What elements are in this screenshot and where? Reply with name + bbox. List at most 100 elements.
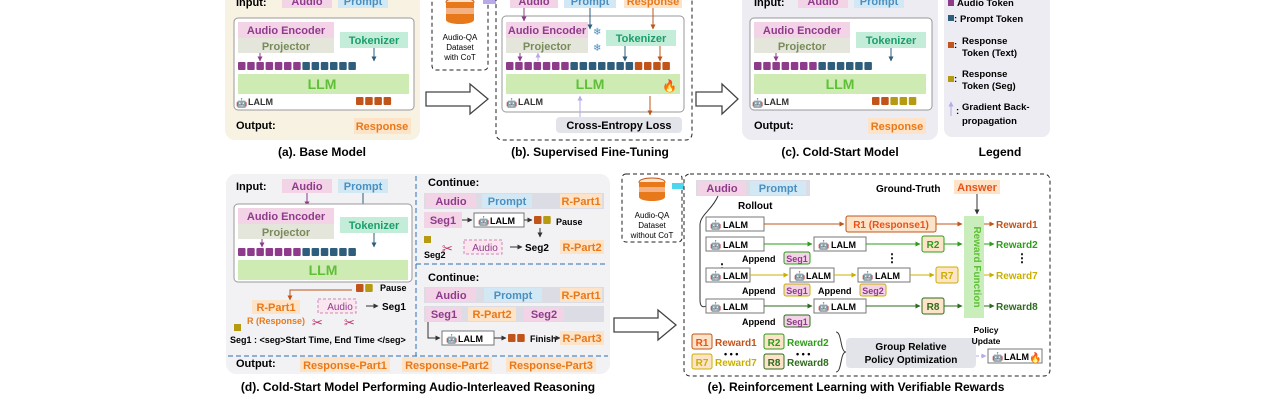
dataset-label-2: Dataset xyxy=(638,221,666,230)
r2-label: R2 xyxy=(927,240,940,251)
r1-label: R1 xyxy=(696,338,709,349)
continue-label: Continue: xyxy=(428,177,479,189)
output-label: Output: xyxy=(236,358,276,370)
output-part2: Response-Part2 xyxy=(405,360,489,372)
prompt-token xyxy=(339,248,347,256)
audio-token xyxy=(256,62,264,70)
seg1-label: Seg1 xyxy=(382,302,406,313)
audio-token xyxy=(809,62,817,70)
audio-token xyxy=(772,62,780,70)
token-row xyxy=(534,216,551,224)
response-text-token xyxy=(872,97,880,105)
lalm-icon: 🤖 xyxy=(710,219,721,230)
scissors-icon: ✂ xyxy=(442,241,453,256)
audio-token xyxy=(790,62,799,70)
audio-dash-label: Audio xyxy=(472,243,498,254)
audio-token xyxy=(781,62,790,70)
reward2-label: Reward2 xyxy=(787,338,829,349)
prompt-chip-label: Prompt xyxy=(860,0,899,8)
llm-label: LLM xyxy=(308,76,337,92)
panel-c: Input: Audio Prompt Audio Encoder Projec… xyxy=(742,0,938,140)
panel-a: Input: Audio Prompt Audio Encoder Projec… xyxy=(225,0,420,140)
audio-token xyxy=(238,62,246,70)
prompt-token xyxy=(846,62,854,70)
prompt-chip-label: Prompt xyxy=(571,0,610,8)
audio-chip-label: Audio xyxy=(518,0,549,8)
audio-token xyxy=(542,62,551,70)
caption-e: (e). Reinforcement Learning with Verifia… xyxy=(708,380,1005,394)
token-row xyxy=(754,62,872,70)
response-text-token xyxy=(374,97,382,105)
prompt-chip-label: Prompt xyxy=(344,181,383,193)
lalm-label: LALM xyxy=(490,216,515,226)
prompt-token xyxy=(579,62,588,70)
response-text-token xyxy=(356,97,364,105)
audio-token xyxy=(284,248,292,256)
audio-token xyxy=(524,62,532,70)
audio-token xyxy=(754,62,762,70)
prompt-chip-label: Prompt xyxy=(488,196,527,208)
audio-token xyxy=(274,248,283,256)
r-part1-label: R-Part1 xyxy=(256,302,295,314)
r7-label: R7 xyxy=(696,358,709,369)
legend-colon: : xyxy=(956,106,959,117)
audio-chip-label: Audio xyxy=(291,181,322,193)
legend: Audio Token : Prompt Token : Response To… xyxy=(944,0,1050,137)
audio-token xyxy=(238,248,246,256)
audio-chip-label: Audio xyxy=(435,290,466,302)
lalm-label: LALM xyxy=(518,97,543,107)
lalm-label: LALM xyxy=(458,334,483,344)
legend-colon: : xyxy=(954,14,957,25)
lalm-label: LALM xyxy=(831,302,856,312)
reward-function-label: Reward Function xyxy=(971,226,982,307)
scissors-icon: ✂ xyxy=(344,315,355,330)
flow-arrow-ab xyxy=(425,82,490,116)
seg1-label: Seg1 xyxy=(786,286,808,296)
seg-definition: Seg1 : <seg>Start Time, End Time </seg> xyxy=(230,335,406,345)
token-row xyxy=(508,334,525,342)
flow-arrow-de xyxy=(613,308,678,342)
tokenizer-label: Tokenizer xyxy=(616,33,667,45)
response-output-label: Response xyxy=(871,121,924,133)
response-text-token xyxy=(534,216,542,224)
output-label: Output: xyxy=(754,120,794,132)
audio-token xyxy=(284,62,292,70)
prompt-token xyxy=(330,248,338,256)
flame-icon: 🔥 xyxy=(1029,351,1041,364)
projector-label: Projector xyxy=(262,41,311,53)
dots: • • • xyxy=(724,349,738,359)
prompt-token xyxy=(625,62,634,70)
r7-label: R7 xyxy=(941,271,954,282)
prompt-token xyxy=(320,62,329,70)
dataset-label-3: without CoT xyxy=(630,231,674,240)
append-label: Append xyxy=(742,286,776,296)
audio-encoder-label: Audio Encoder xyxy=(247,25,326,37)
token-row xyxy=(872,97,917,105)
audio-encoder-label: Audio Encoder xyxy=(508,25,587,37)
tokenizer-label: Tokenizer xyxy=(349,35,400,47)
legend-swatch-prompt xyxy=(948,15,954,21)
lalm-icon: 🤖 xyxy=(710,239,721,250)
audio-token xyxy=(763,62,771,70)
audio-dash-label: Audio xyxy=(327,302,353,313)
r2-label: R2 xyxy=(768,338,781,349)
legend-colon: : xyxy=(954,74,957,85)
lalm-icon: 🤖 xyxy=(710,301,721,312)
reward8-label: Reward8 xyxy=(787,358,829,369)
prompt-token xyxy=(311,62,320,70)
legend-swatch-response-text xyxy=(948,42,954,48)
r8-label: R8 xyxy=(927,302,940,313)
dataset-label-3: with CoT xyxy=(443,53,476,62)
llm-label: LLM xyxy=(309,262,338,278)
prompt-chip-label: Prompt xyxy=(494,290,533,302)
audio-token xyxy=(552,62,560,70)
reward7-label: Reward7 xyxy=(715,358,757,369)
prompt-token xyxy=(818,62,826,70)
prompt-token xyxy=(598,62,606,70)
input-label: Input: xyxy=(236,181,267,193)
seg1-label: Seg1 xyxy=(786,254,808,264)
audio-token xyxy=(293,62,301,70)
output-part1: Response-Part1 xyxy=(303,360,387,372)
lalm-icon: 🤖 xyxy=(478,215,489,226)
database-icon xyxy=(638,177,666,201)
